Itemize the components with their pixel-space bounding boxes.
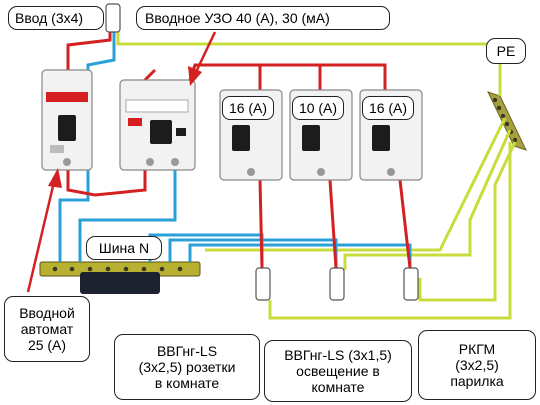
input-label: Ввод (3х4): [8, 6, 104, 30]
main-breaker-arrow: [26, 168, 62, 293]
breaker-2-rating: 10 (А): [292, 96, 344, 120]
main-breaker: [41, 69, 93, 171]
earth-wires: [116, 30, 517, 320]
main-breaker-label: Вводной автомат 25 (А): [4, 296, 90, 362]
rcd-device: [119, 79, 196, 171]
cable-lighting-label: ВВГнг-LS (3х1,5) освещение в комнате: [264, 340, 412, 402]
pe-label: PE: [486, 38, 526, 64]
breaker-1-rating: 16 (А): [222, 96, 274, 120]
rcd-label: Вводное УЗО 40 (А), 30 (мА): [136, 6, 390, 30]
n-bus-bar: [39, 261, 201, 294]
cable-sauna-label: РКГМ (3х2,5) парилка: [418, 330, 536, 400]
output-cable-ends: [255, 267, 419, 301]
breaker-3-rating: 16 (А): [362, 96, 414, 120]
rcd-arrow: [188, 31, 217, 86]
bus-n-label: Шина N: [86, 236, 162, 260]
cable-sockets-label: ВВГнг-LS (3х2,5) розетки в комнате: [114, 334, 260, 400]
input-cable-end: [105, 3, 121, 33]
pe-bus-bar: [487, 91, 527, 151]
